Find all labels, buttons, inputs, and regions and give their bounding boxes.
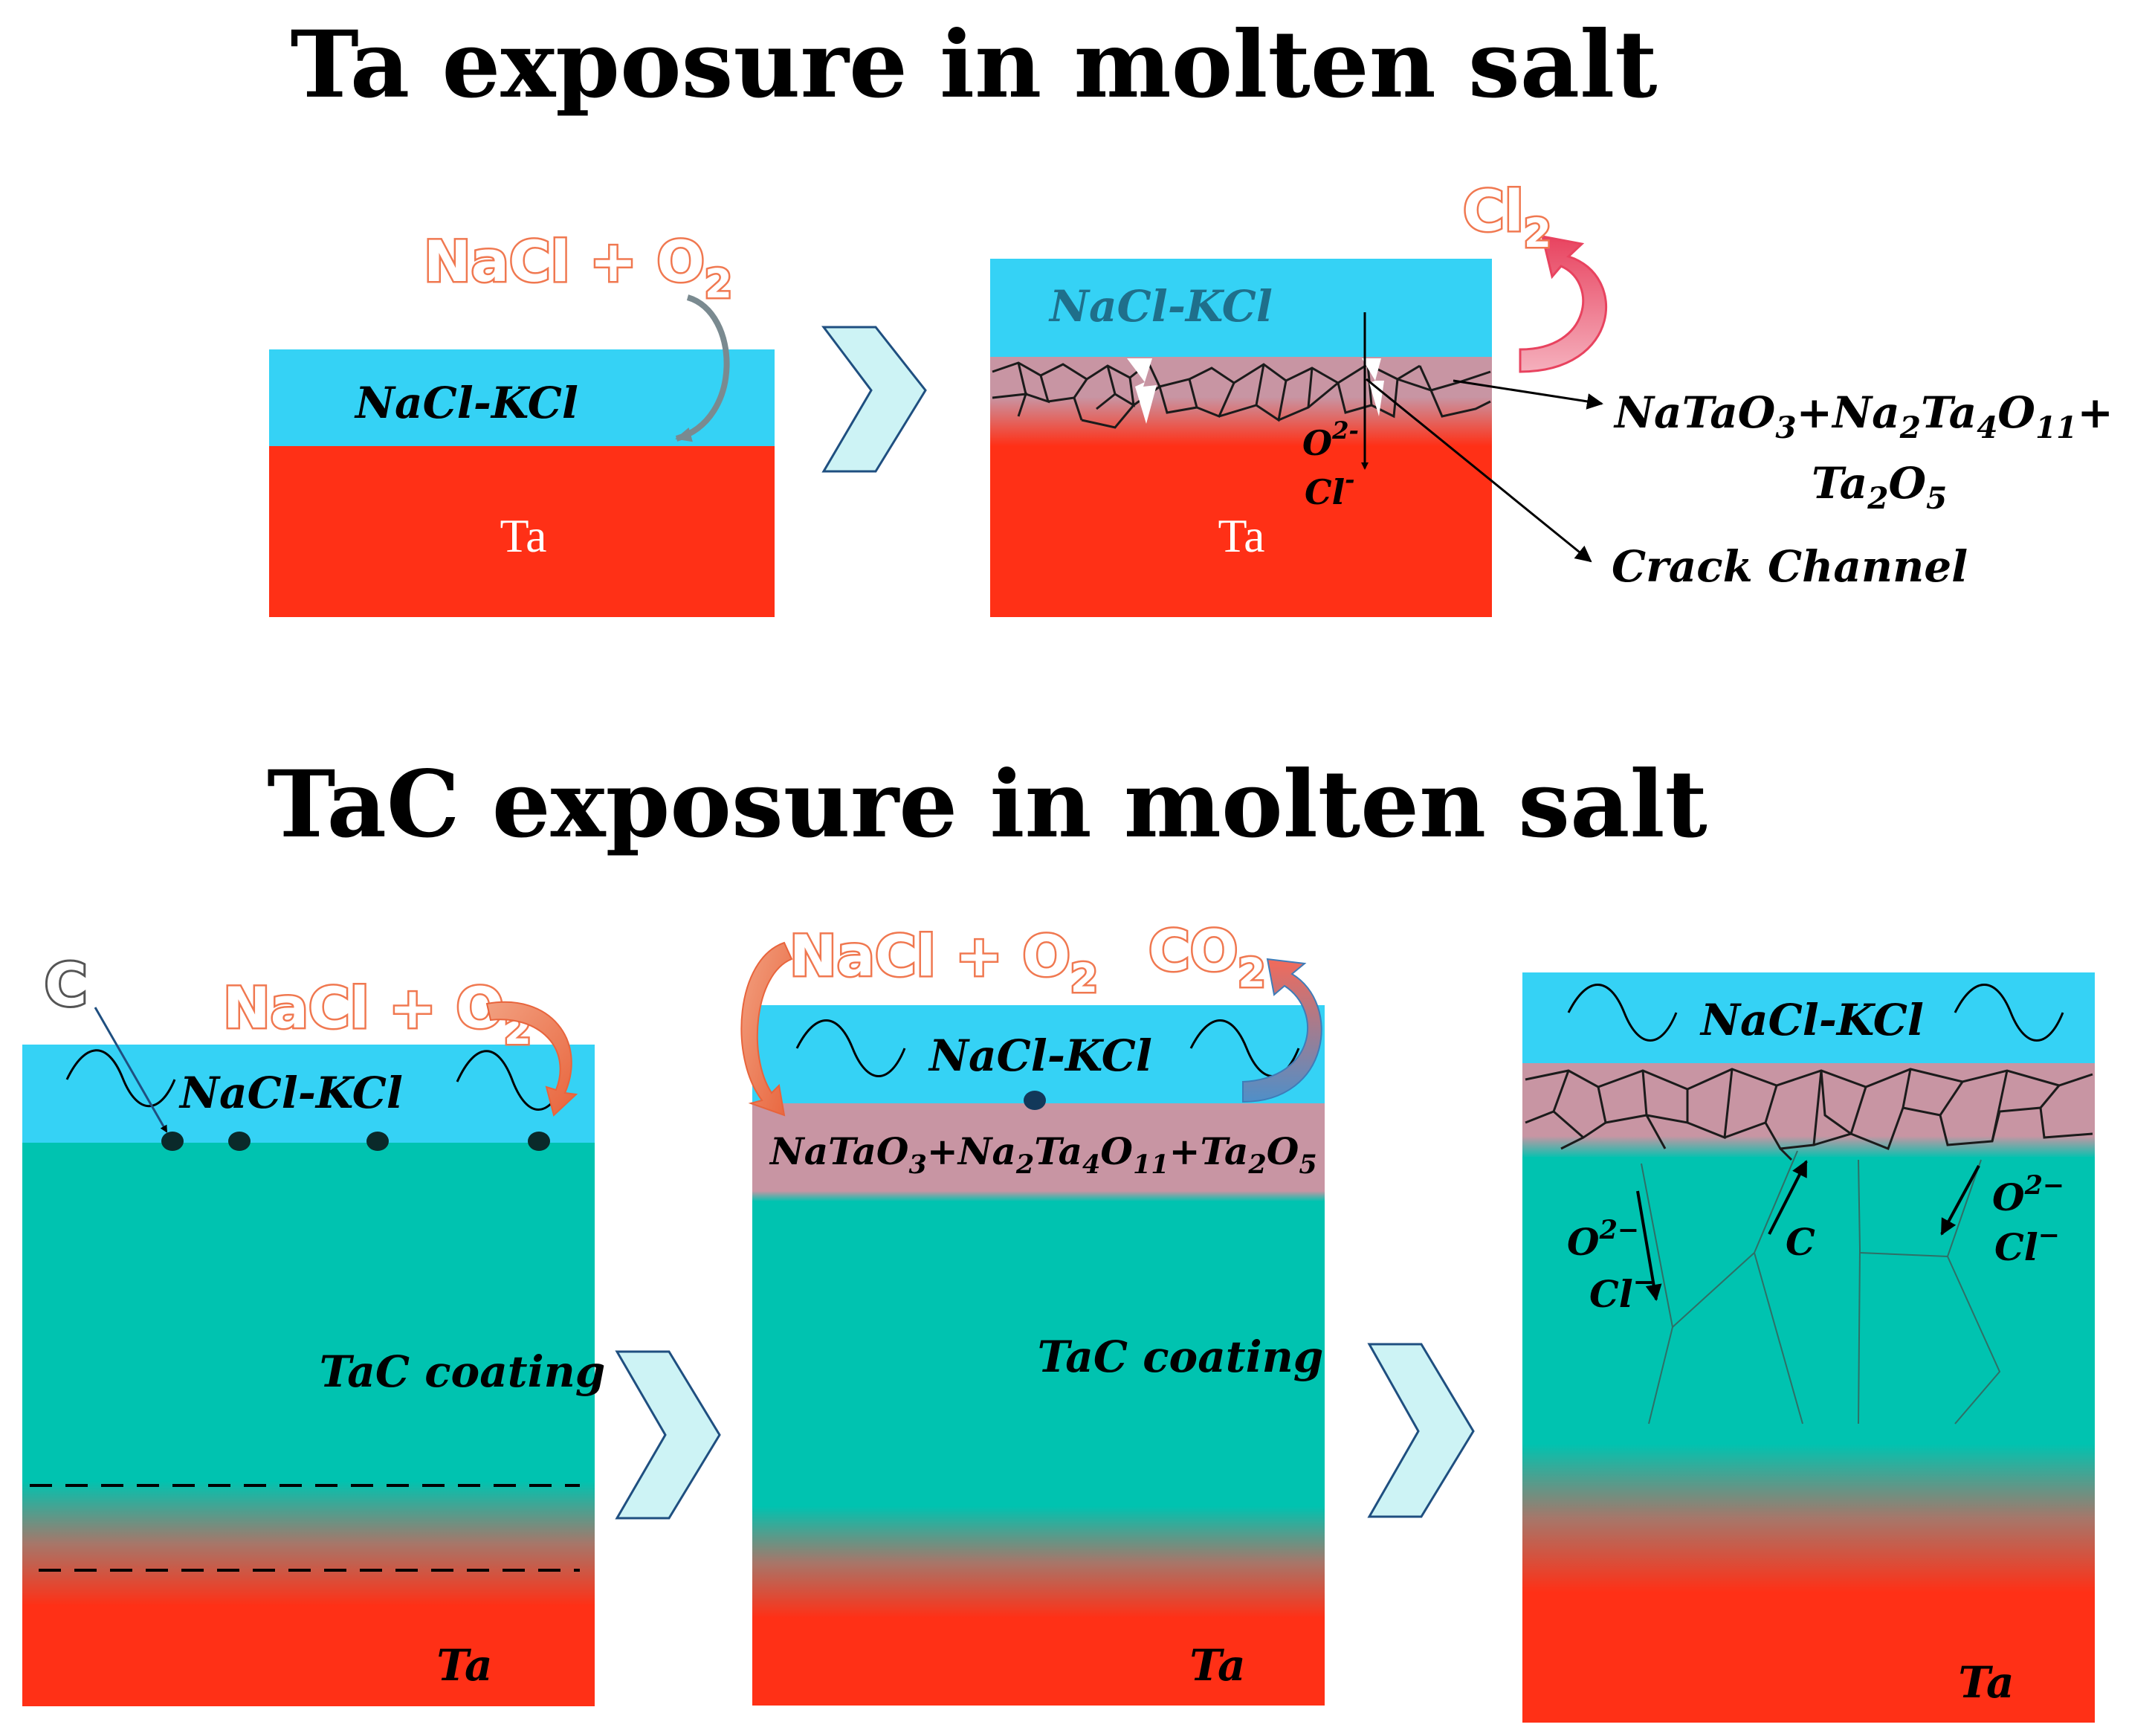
ion-diffusion-arrow bbox=[1940, 1165, 1980, 1236]
product-gas-label: CO2 bbox=[1148, 917, 1265, 996]
ta-substrate bbox=[990, 446, 1492, 617]
salt-layer bbox=[1522, 972, 2095, 1063]
salt-layer bbox=[990, 259, 1492, 357]
carbon-arrow bbox=[94, 1007, 168, 1133]
wave-icon bbox=[65, 1049, 176, 1108]
crack-wedge bbox=[1362, 358, 1384, 416]
ion-o: O2- bbox=[1302, 416, 1359, 463]
reactant-label: NaCl + O2 bbox=[789, 923, 1098, 1001]
substrate-label: Ta bbox=[436, 1640, 492, 1691]
coating-crack-network bbox=[1641, 1150, 2001, 1424]
interdiffusion-zone bbox=[1522, 1444, 2095, 1593]
oxide-label: NaTaO3+Na2Ta4O11+ bbox=[1613, 387, 2113, 445]
substrate-label: Ta bbox=[500, 509, 546, 562]
substrate-label: Ta bbox=[1958, 1657, 2014, 1708]
ion-cl: Cl− bbox=[1589, 1267, 1655, 1316]
reactant-label: NaCl + O2 bbox=[424, 228, 732, 307]
top-left-panel: NaCl-KCl Ta NaCl + O2 bbox=[269, 227, 775, 617]
salt-label: NaCl-KCl bbox=[178, 1068, 403, 1118]
product-gas-label: Cl2 bbox=[1463, 178, 1551, 256]
reactant-label: NaCl + O2 bbox=[223, 975, 532, 1053]
bottom-panel-3: NaCl-KCl O2− Cl− C O2− Cl− Ta bbox=[1522, 972, 2095, 1723]
salt-layer bbox=[752, 1005, 1325, 1103]
oxide-coating-transition bbox=[752, 1191, 1325, 1201]
ta-substrate bbox=[269, 446, 775, 617]
reactant-arrow bbox=[675, 294, 730, 442]
chevron-arrow-icon bbox=[821, 326, 927, 473]
tac-coating bbox=[1522, 1157, 2095, 1444]
grain-network bbox=[992, 361, 1491, 429]
ion-o: O2− bbox=[1992, 1170, 2064, 1219]
ion-cl: Cl- bbox=[1305, 465, 1354, 512]
tac-coating bbox=[22, 1143, 595, 1481]
crack-leader-line bbox=[1366, 378, 1592, 563]
tac-coating bbox=[752, 1201, 1325, 1506]
wave-icon bbox=[1954, 984, 2064, 1042]
chevron-arrow-icon bbox=[1367, 1343, 1475, 1518]
carbon-out-arrow bbox=[1768, 1160, 1808, 1235]
oxide-label: NaTaO3+Na2Ta4O11+Ta2O5 bbox=[769, 1129, 1317, 1180]
carbon-dot bbox=[161, 1132, 184, 1151]
carbon-dot bbox=[228, 1132, 251, 1151]
product-gas-arrow bbox=[1242, 958, 1322, 1103]
carbon-out-label: C bbox=[1786, 1220, 1815, 1264]
bottom-title: TaC exposure in molten salt bbox=[267, 751, 1707, 859]
top-right-panel: NaCl-KCl Ta O2- Cl- Cl2 NaTaO3+Na2Ta4O11… bbox=[990, 176, 2113, 617]
oxide-coating-transition bbox=[1522, 1136, 2095, 1158]
reactant-arrow bbox=[740, 941, 793, 1117]
chevron-arrow-icon bbox=[615, 1350, 721, 1520]
top-title: Ta exposure in molten salt bbox=[291, 11, 1658, 119]
grain-network bbox=[1525, 1068, 2093, 1161]
substrate-label: Ta bbox=[1218, 509, 1264, 562]
oxide-layer bbox=[990, 357, 1492, 446]
crack-wedge bbox=[1127, 358, 1157, 424]
ta-substrate bbox=[22, 1606, 595, 1706]
ion-cl: Cl− bbox=[1994, 1220, 2060, 1269]
salt-label: NaCl-KCl bbox=[1699, 995, 1924, 1045]
salt-label: NaCl-KCl bbox=[928, 1030, 1152, 1081]
ta-substrate bbox=[752, 1618, 1325, 1706]
oxide-label-line2: Ta2O5 bbox=[1812, 458, 1947, 516]
carbon-dot bbox=[1024, 1091, 1046, 1110]
carbon-label: C bbox=[45, 952, 87, 1019]
interdiffusion-zone bbox=[22, 1481, 595, 1606]
wave-icon bbox=[1567, 984, 1678, 1042]
wave-icon bbox=[456, 1050, 566, 1111]
wave-icon bbox=[795, 1019, 906, 1077]
crack-channel-label: Crack Channel bbox=[1612, 541, 1968, 592]
bottom-panel-2: NaCl-KCl NaTaO3+Na2Ta4O11+Ta2O5 TaC coat… bbox=[740, 916, 1325, 1706]
salt-label: NaCl-KCl bbox=[354, 378, 578, 428]
ion-o: O2− bbox=[1567, 1215, 1639, 1264]
salt-label: NaCl-KCl bbox=[1048, 281, 1273, 332]
oxide-layer bbox=[752, 1103, 1325, 1191]
interdiffusion-zone bbox=[752, 1506, 1325, 1618]
coating-label: TaC coating bbox=[320, 1346, 606, 1397]
bottom-panel-1: NaCl-KCl C NaCl + O2 TaC coating Ta bbox=[22, 950, 606, 1706]
coating-label: TaC coating bbox=[1038, 1332, 1324, 1382]
carbon-dot bbox=[366, 1132, 389, 1151]
ion-diffusion-arrow bbox=[1636, 1190, 1662, 1301]
ta-substrate bbox=[1522, 1593, 2095, 1723]
oxide-leader-line bbox=[1453, 379, 1603, 410]
carbon-dot bbox=[528, 1132, 550, 1151]
salt-layer bbox=[22, 1045, 595, 1143]
product-gas-arrow bbox=[1519, 235, 1608, 373]
reactant-arrow bbox=[485, 1001, 578, 1117]
substrate-label: Ta bbox=[1189, 1640, 1245, 1691]
